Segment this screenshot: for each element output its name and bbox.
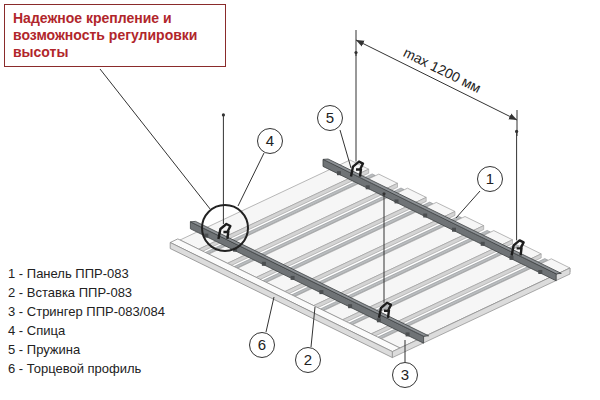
- stringer-tooth: [366, 185, 370, 189]
- legend-entry: 6 - Торцевой профиль: [8, 361, 141, 377]
- hanger-rod: [516, 132, 517, 240]
- stringer-tooth: [348, 304, 352, 308]
- spring-clip: [379, 303, 391, 318]
- stringer-face: [190, 222, 423, 343]
- stringer-tooth: [395, 199, 399, 203]
- leader-line: [100, 69, 210, 209]
- leader-line: [405, 340, 406, 362]
- legend-entry: 4 - Спица: [8, 323, 65, 339]
- stringer-tooth: [452, 228, 456, 232]
- callout-number: 1: [477, 166, 503, 192]
- spring-clip: [512, 240, 524, 255]
- legend-entry: 3 - Стрингер ППР-083/084: [8, 304, 165, 320]
- stringer-tooth: [423, 214, 427, 218]
- end-profile: [170, 239, 400, 352]
- callout-number: 6: [249, 332, 275, 358]
- callout-number-text: 3: [393, 363, 417, 386]
- stringer-face: [323, 159, 556, 280]
- stringer-tooth: [262, 262, 266, 266]
- stringer-tooth: [538, 270, 542, 274]
- stringer-top: [323, 159, 561, 274]
- hanger-rod: [223, 116, 224, 224]
- dimension-label: max 1200 мм: [398, 43, 486, 98]
- spring-clip: [218, 224, 230, 239]
- hanger-rod: [384, 195, 385, 303]
- callout-number-text: 2: [296, 348, 320, 371]
- stringer-tooth: [377, 318, 381, 322]
- extension-line: [517, 110, 518, 136]
- leader-line: [238, 153, 264, 206]
- legend-entry: 5 - Пружина: [8, 342, 80, 358]
- leader-line: [456, 191, 480, 218]
- stringer-tooth: [481, 242, 485, 246]
- stringer-tooth: [510, 256, 514, 260]
- stringer-top: [190, 221, 428, 336]
- panel-edge: [392, 268, 570, 358]
- extension-line: [356, 30, 357, 56]
- stringer-tooth: [291, 276, 295, 280]
- callout-text: Надежное крепление и возможность регулир…: [13, 10, 217, 61]
- legend-entry: 2 - Вставка ППР-083: [8, 285, 132, 301]
- callout-number: 2: [295, 347, 321, 373]
- rod-end: [382, 192, 385, 195]
- callout-number: 3: [392, 362, 418, 388]
- leader-line: [266, 297, 274, 332]
- callout-number-text: 4: [258, 129, 282, 152]
- callout-number-text: 1: [478, 167, 502, 190]
- spring-clip: [351, 162, 363, 177]
- end-profile-face: [170, 243, 392, 358]
- callout-box: Надежное крепление и возможность регулир…: [4, 4, 226, 67]
- rod-end: [222, 113, 225, 116]
- leader-line: [311, 307, 315, 347]
- callout-number-text: 6: [250, 333, 274, 356]
- dimension-line: [356, 40, 517, 120]
- detail-circle: [202, 205, 248, 251]
- callout-number-text: 5: [318, 106, 342, 129]
- leader-line: [340, 130, 351, 168]
- stringer-tooth: [337, 171, 341, 175]
- stringer-layer: [190, 159, 561, 343]
- callout-number: 5: [317, 105, 343, 131]
- hanger-rod: [356, 54, 357, 162]
- stringer-tooth: [319, 290, 323, 294]
- legend-entry: 1 - Панель ППР-083: [8, 266, 129, 282]
- stringer-tooth: [406, 332, 410, 336]
- callout-number: 4: [257, 128, 283, 154]
- slat-layer: [170, 160, 570, 358]
